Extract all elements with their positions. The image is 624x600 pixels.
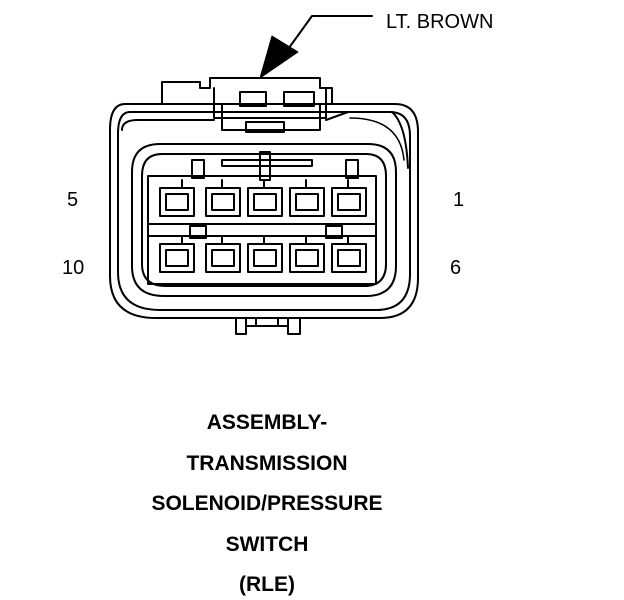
pin-cavity-1: [331, 187, 367, 217]
pin-number-bottom-left: 10: [62, 257, 85, 279]
outer-shell: [109, 103, 419, 319]
caption-line-2: TRANSMISSION: [186, 452, 348, 475]
caption-line-5: (RLE): [239, 573, 295, 596]
pin-cavity-4: [205, 187, 241, 217]
pin-cavity-7: [289, 243, 325, 273]
wire-leader: [259, 15, 373, 79]
caption-line-3: SOLENOID/PRESSURE: [151, 492, 383, 515]
inner-face: [131, 143, 397, 297]
pin-cavity-9: [205, 243, 241, 273]
pin-cavity-10: [159, 243, 195, 273]
pin-cavities: [159, 179, 367, 273]
pin-cavity-2: [289, 187, 325, 217]
pin-number-top-left: 5: [67, 189, 79, 211]
caption-line-1: ASSEMBLY-: [206, 411, 328, 434]
pin-cavity-8: [247, 243, 283, 273]
pin-cavity-3: [247, 187, 283, 217]
pin-number-top-right: 1: [453, 189, 465, 211]
wire-color-label: LT. BROWN: [386, 11, 494, 33]
pin-cavity-6: [331, 243, 367, 273]
pin-cavity-5: [159, 187, 195, 217]
bottom-tabs: [235, 317, 301, 335]
caption-line-4: SWITCH: [225, 533, 309, 556]
pin-number-bottom-right: 6: [450, 257, 462, 279]
